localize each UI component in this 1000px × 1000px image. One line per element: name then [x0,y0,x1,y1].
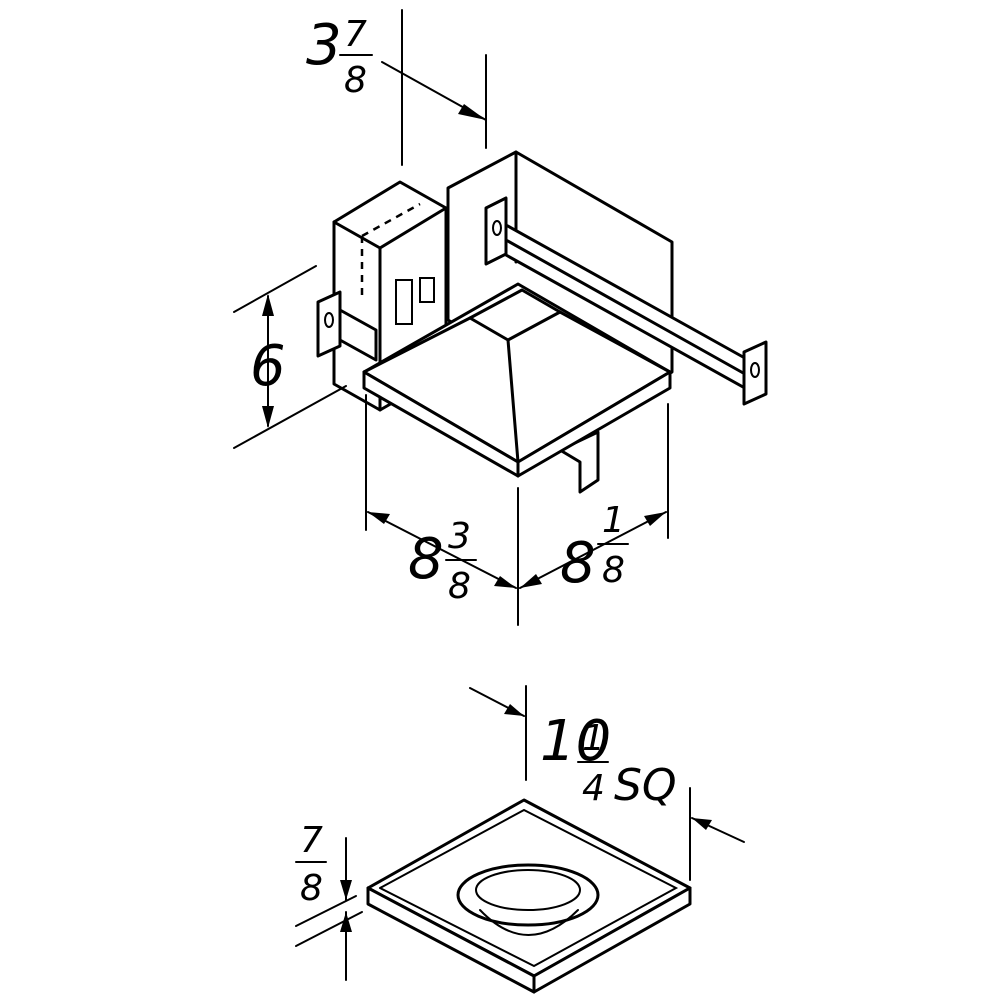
grille-size-numerator: 1 [582,718,605,759]
depth-numerator: 7 [344,14,367,55]
height-whole: 6 [250,334,286,399]
dimension-height: 6 [233,265,347,449]
housing-flange [362,282,672,478]
fan-housing [316,150,768,494]
width-left-numerator: 3 [448,516,471,557]
dimension-width: 8 3 8 8 1 8 [365,394,669,626]
width-right-whole: 8 [560,531,596,596]
depth-denominator: 8 [344,60,367,101]
dimension-grille-size: 10 1 4 SQ [469,685,745,881]
grille-lens [456,863,600,927]
grille-size-whole: 10 [540,709,611,774]
depth-whole: 3 [306,13,342,78]
grille [366,798,692,994]
width-left-denominator: 8 [448,566,471,607]
mounting-bracket-left [316,290,378,362]
grille-size-suffix: SQ [614,760,677,811]
dimension-grille-depth: 7 8 [295,820,363,981]
grille-depth-denominator: 8 [300,868,323,909]
grille-size-denominator: 4 [582,768,605,809]
grille-depth-numerator: 7 [300,820,323,861]
width-right-denominator: 8 [602,550,625,591]
dimension-depth: 3 7 8 [306,9,487,166]
width-right-numerator: 1 [602,500,625,541]
width-left-whole: 8 [408,527,444,592]
mounting-bracket-right [484,196,768,406]
